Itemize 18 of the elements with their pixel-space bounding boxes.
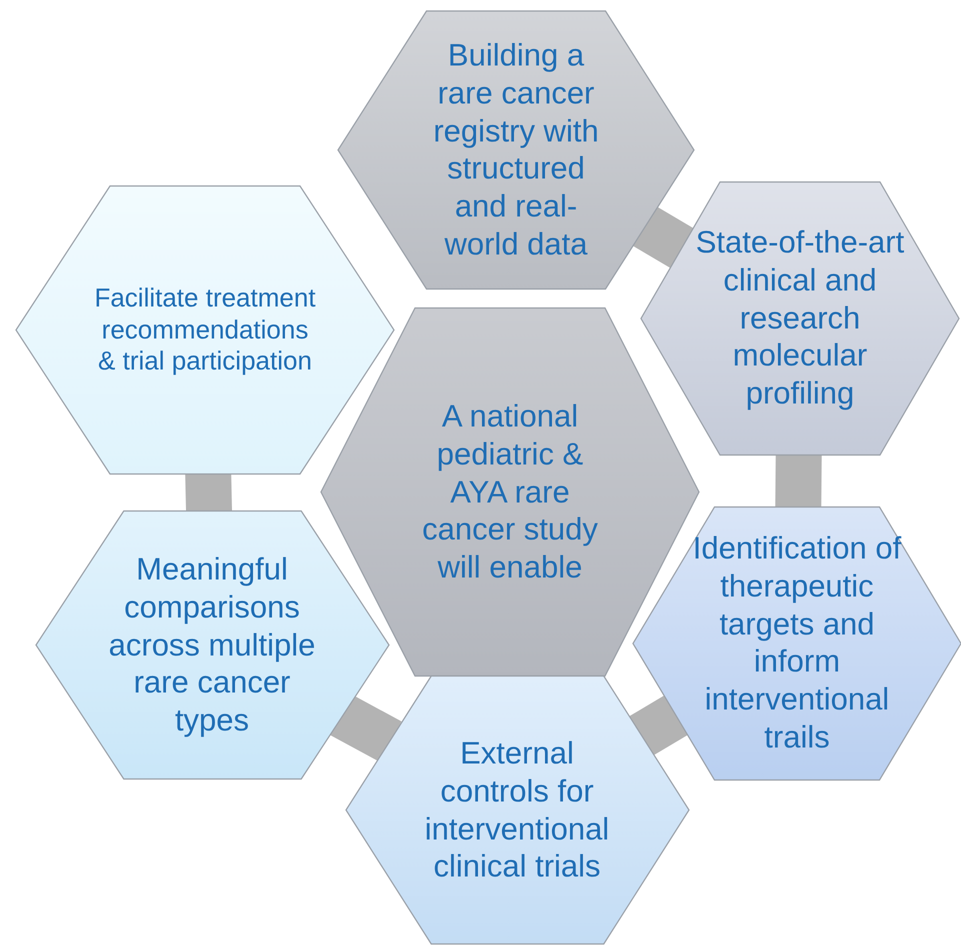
connector-band (775, 453, 822, 508)
node-text: External controls for interventional clinical trials (424, 734, 610, 886)
connector-band (632, 206, 694, 268)
node-text: Facilitate treatment recommendations & trial participation (93, 282, 317, 378)
connector-band (330, 694, 402, 762)
node-text: Identification of therapeutic targets and inform interventional trails (692, 530, 902, 756)
connector-band (185, 472, 232, 513)
node-text: Building a rare cancer registry with structured and real-world data (432, 36, 600, 264)
node-text: State-of-the-art clinical and research molecular profiling (694, 223, 906, 413)
hexagon-node (640, 180, 960, 456)
hexagon-node (15, 185, 395, 475)
node-text: Meaningful comparisons across multiple rare cancer types (108, 550, 316, 740)
hexagon-node (344, 675, 690, 945)
connector-band (628, 694, 689, 756)
hexagon-node (632, 506, 961, 780)
hexagon-node (34, 510, 390, 780)
hexagon-node (337, 10, 695, 290)
node-text: A national pediatric & AYA rare cancer study will enable (421, 397, 599, 587)
